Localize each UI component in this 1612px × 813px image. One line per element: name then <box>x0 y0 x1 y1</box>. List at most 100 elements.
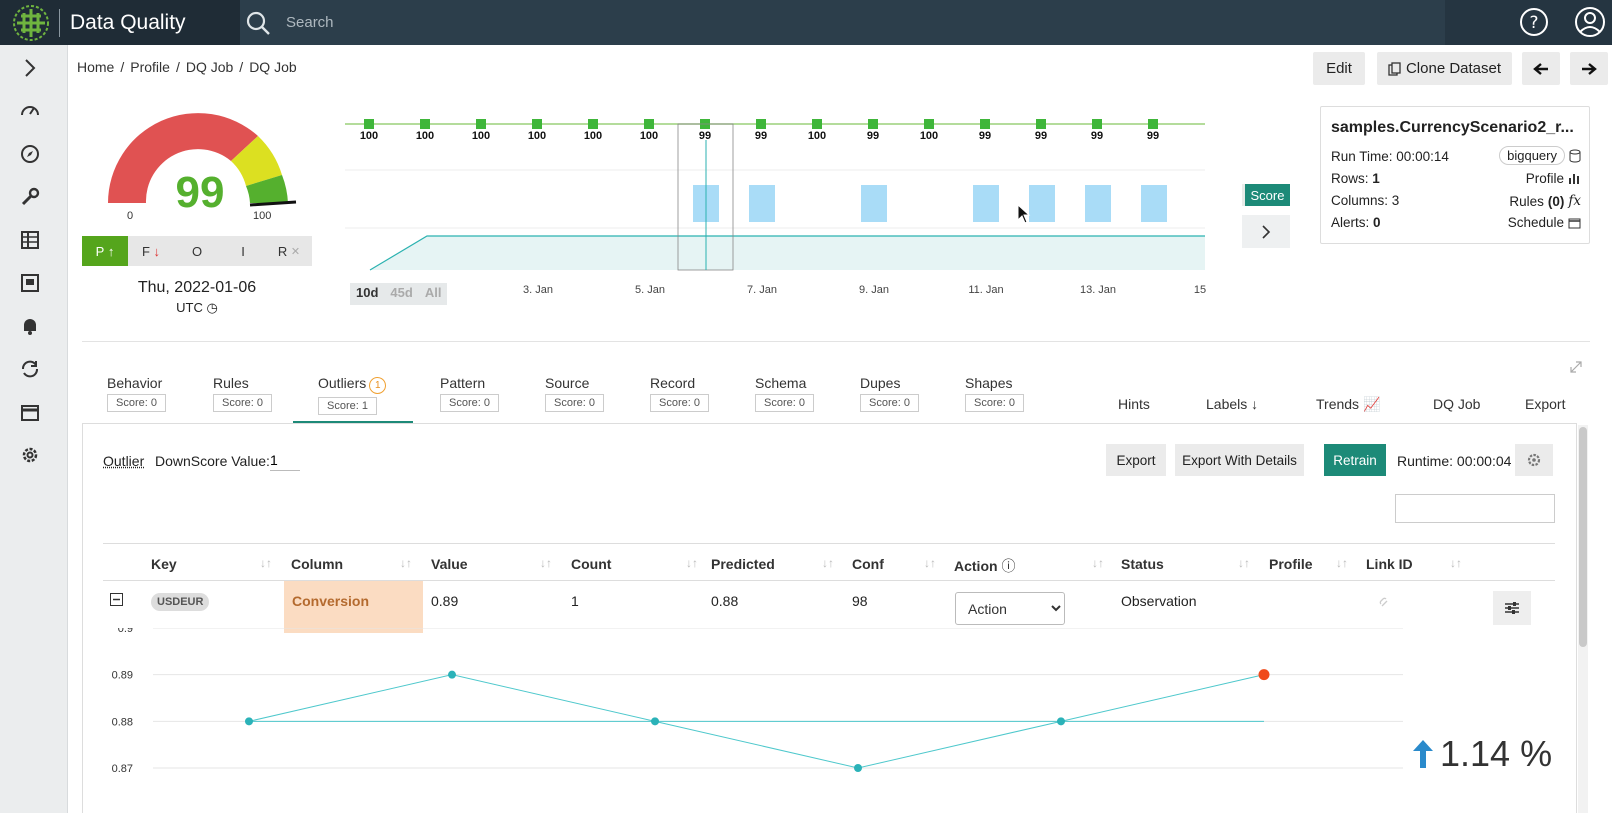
calendar-icon[interactable] <box>19 401 41 423</box>
brand[interactable]: Data Quality <box>0 0 240 45</box>
score-marker <box>1092 119 1102 129</box>
run-bar <box>861 185 887 222</box>
col-status[interactable]: Status <box>1121 556 1164 572</box>
link-icon[interactable] <box>1378 597 1390 609</box>
breadcrumb-home[interactable]: Home <box>77 59 115 75</box>
action-select[interactable]: Action <box>955 592 1065 625</box>
downscore-label: DownScore Value: <box>155 453 270 469</box>
score-marker <box>420 119 430 129</box>
export-button[interactable]: Export <box>1106 444 1166 476</box>
profile-link[interactable]: Profile <box>1526 171 1581 186</box>
date-axis-label: 9. Jan <box>859 284 889 296</box>
range-45d[interactable]: 45d <box>390 285 413 300</box>
downscore-input[interactable] <box>270 449 300 471</box>
sort-icon[interactable]: ↓↑ <box>260 556 272 570</box>
sort-icon[interactable]: ↓↑ <box>822 556 834 570</box>
compass-icon[interactable] <box>19 143 41 165</box>
user-account-icon[interactable] <box>1572 4 1608 40</box>
status-cell: Observation <box>1121 593 1197 609</box>
range-all[interactable]: All <box>424 285 442 300</box>
score-marker <box>812 119 822 129</box>
data-point <box>448 670 456 679</box>
dataset-name[interactable]: samples.CurrencyScenario2_r... <box>1331 119 1574 136</box>
wrench-icon[interactable] <box>19 186 41 208</box>
y-tick-label: 0.88 <box>112 716 133 728</box>
copy-icon <box>1388 61 1401 76</box>
sort-icon[interactable]: ↓↑ <box>540 556 552 570</box>
info-icon: ⓘ <box>1001 558 1016 574</box>
report-icon[interactable] <box>19 272 41 294</box>
score-value-label: 99 <box>1035 130 1047 142</box>
tab-labels[interactable]: Labels ↓ <box>1206 396 1259 412</box>
filter-issues[interactable]: I <box>241 243 245 259</box>
sort-icon[interactable]: ↓↑ <box>400 556 412 570</box>
tab-export[interactable]: Export <box>1525 396 1566 412</box>
filter-failing[interactable]: F ↓ <box>141 243 161 259</box>
mouse-cursor-icon <box>1017 204 1031 224</box>
breadcrumb-dq-job[interactable]: DQ Job <box>185 59 234 75</box>
dashboard-icon[interactable] <box>19 100 41 122</box>
range-10d[interactable]: 10d <box>356 285 379 300</box>
col-column[interactable]: Column <box>291 556 344 572</box>
sort-icon[interactable]: ↓↑ <box>1238 556 1250 570</box>
breadcrumb-profile[interactable]: Profile <box>130 59 170 75</box>
panel-scroll-thumb[interactable] <box>1579 427 1587 647</box>
table-filter-input[interactable] <box>1395 494 1555 523</box>
rules-link[interactable]: Rules (0) fx <box>1509 193 1581 209</box>
settings-button[interactable] <box>1515 444 1553 476</box>
col-link-id[interactable]: Link ID <box>1366 556 1413 572</box>
col-action[interactable]: Action ⓘ <box>954 558 1016 574</box>
filter-rules[interactable]: R ✕ <box>277 243 301 259</box>
arrow-down-icon: ↓ <box>153 243 161 259</box>
help-icon[interactable]: ? <box>1516 4 1552 40</box>
filter-passing[interactable]: P ↑ <box>82 236 128 266</box>
col-predicted[interactable]: Predicted <box>711 556 775 572</box>
sync-icon[interactable] <box>19 358 41 380</box>
expand-icon[interactable] <box>1570 361 1582 373</box>
bell-icon[interactable] <box>19 315 41 337</box>
search-icon[interactable] <box>244 9 272 37</box>
clone-dataset-label: Clone Dataset <box>1405 60 1502 77</box>
col-value[interactable]: Value <box>431 556 468 572</box>
column-cell: Conversion <box>284 581 423 633</box>
row-settings-button[interactable] <box>1493 591 1531 625</box>
chevron-right-icon[interactable] <box>19 57 41 79</box>
outlier-title[interactable]: Outlier <box>103 453 145 469</box>
edit-button[interactable]: Edit <box>1313 52 1365 85</box>
tab-trends[interactable]: Trends 📈 <box>1316 396 1381 412</box>
sort-icon[interactable]: ↓↑ <box>924 556 936 570</box>
sort-icon[interactable]: ↓↑ <box>1336 556 1348 570</box>
sort-icon[interactable]: ↓↑ <box>1450 556 1462 570</box>
next-button[interactable] <box>1570 52 1608 85</box>
filter-outliers[interactable]: O <box>191 243 203 259</box>
rules-grid-icon[interactable] <box>19 229 41 251</box>
col-profile[interactable]: Profile <box>1269 556 1313 572</box>
search-input[interactable] <box>286 14 1186 31</box>
schedule-link[interactable]: Schedule <box>1508 215 1581 230</box>
export-with-details-button[interactable]: Export With Details <box>1175 444 1304 476</box>
gear-icon[interactable] <box>19 444 41 466</box>
sort-icon[interactable]: ↓↑ <box>686 556 698 570</box>
retrain-button[interactable]: Retrain <box>1324 444 1386 476</box>
sort-icon[interactable]: ↓↑ <box>1092 556 1104 570</box>
col-count[interactable]: Count <box>571 556 612 572</box>
col-conf[interactable]: Conf <box>852 556 884 572</box>
source-badge[interactable]: bigquery <box>1499 146 1581 165</box>
clone-dataset-button[interactable]: Clone Dataset <box>1377 52 1512 85</box>
previous-button[interactable] <box>1522 52 1560 85</box>
tab-dq-job[interactable]: DQ Job <box>1433 396 1481 412</box>
col-key[interactable]: Key <box>151 556 177 572</box>
timeline-next-button[interactable] <box>1242 215 1290 248</box>
tab-hints[interactable]: Hints <box>1118 396 1150 412</box>
collapse-row-icon[interactable] <box>110 593 123 606</box>
score-series-tag[interactable]: Score <box>1242 184 1290 206</box>
